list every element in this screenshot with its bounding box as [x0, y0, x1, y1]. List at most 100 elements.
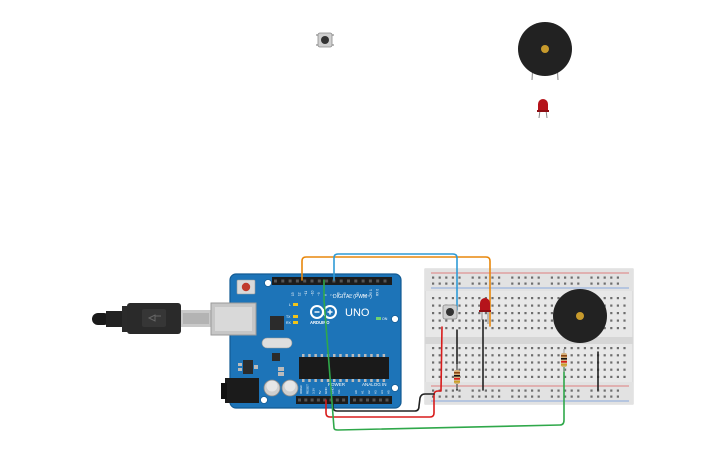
breadboard-hole[interactable]: [531, 297, 534, 300]
breadboard-hole[interactable]: [610, 297, 613, 300]
breadboard-hole[interactable]: [570, 375, 573, 378]
breadboard-hole[interactable]: [504, 361, 507, 364]
wire-black[interactable]: [332, 393, 435, 412]
digital-pin-hole[interactable]: [317, 279, 321, 283]
breadboard-hole[interactable]: [511, 276, 514, 279]
breadboard-hole[interactable]: [432, 276, 435, 279]
digital-pin-hole[interactable]: [310, 279, 314, 283]
breadboard-hole[interactable]: [484, 327, 487, 330]
breadboard-hole[interactable]: [610, 312, 613, 315]
breadboard-hole[interactable]: [484, 395, 487, 398]
breadboard-hole[interactable]: [616, 327, 619, 330]
breadboard-hole[interactable]: [511, 361, 514, 364]
breadboard-hole[interactable]: [544, 361, 547, 364]
breadboard-hole[interactable]: [438, 395, 441, 398]
breadboard-hole[interactable]: [531, 347, 534, 350]
breadboard-hole[interactable]: [504, 347, 507, 350]
breadboard-hole[interactable]: [471, 276, 474, 279]
breadboard-hole[interactable]: [524, 347, 527, 350]
breadboard-hole[interactable]: [623, 368, 626, 371]
breadboard-hole[interactable]: [623, 327, 626, 330]
breadboard-hole[interactable]: [577, 276, 580, 279]
breadboard-hole[interactable]: [432, 375, 435, 378]
breadboard-hole[interactable]: [498, 375, 501, 378]
breadboard-hole[interactable]: [610, 375, 613, 378]
breadboard-hole[interactable]: [577, 347, 580, 350]
digital-pin-hole[interactable]: [274, 279, 277, 283]
resistor-1[interactable]: [454, 364, 460, 389]
breadboard-hole[interactable]: [478, 312, 481, 315]
breadboard-hole[interactable]: [451, 297, 454, 300]
breadboard-hole[interactable]: [610, 395, 613, 398]
breadboard-hole[interactable]: [445, 276, 448, 279]
breadboard-hole[interactable]: [491, 389, 494, 392]
breadboard-hole[interactable]: [564, 347, 567, 350]
analog-pin-hole[interactable]: [385, 398, 389, 402]
breadboard-hole[interactable]: [491, 276, 494, 279]
breadboard-hole[interactable]: [537, 354, 540, 357]
breadboard-hole[interactable]: [498, 389, 501, 392]
breadboard-hole[interactable]: [504, 375, 507, 378]
breadboard-hole[interactable]: [432, 368, 435, 371]
breadboard-hole[interactable]: [550, 375, 553, 378]
breadboard-hole[interactable]: [524, 282, 527, 285]
breadboard-hole[interactable]: [517, 347, 520, 350]
breadboard-hole[interactable]: [610, 368, 613, 371]
breadboard-hole[interactable]: [570, 368, 573, 371]
breadboard-hole[interactable]: [590, 361, 593, 364]
breadboard-hole[interactable]: [577, 389, 580, 392]
breadboard-hole[interactable]: [544, 327, 547, 330]
breadboard-hole[interactable]: [616, 354, 619, 357]
breadboard-hole[interactable]: [570, 354, 573, 357]
digital-pin-hole[interactable]: [325, 279, 329, 283]
breadboard-hole[interactable]: [610, 327, 613, 330]
breadboard-hole[interactable]: [550, 312, 553, 315]
breadboard-hole[interactable]: [445, 361, 448, 364]
breadboard-hole[interactable]: [451, 276, 454, 279]
breadboard-hole[interactable]: [524, 312, 527, 315]
breadboard-hole[interactable]: [557, 389, 560, 392]
digital-pin-hole[interactable]: [347, 279, 350, 283]
breadboard-hole[interactable]: [564, 276, 567, 279]
breadboard-hole[interactable]: [484, 368, 487, 371]
breadboard-hole[interactable]: [478, 297, 481, 300]
digital-pin-hole[interactable]: [361, 279, 365, 283]
breadboard-hole[interactable]: [557, 375, 560, 378]
power-pin-hole[interactable]: [329, 398, 333, 402]
analog-pin-hole[interactable]: [366, 398, 369, 402]
breadboard-hole[interactable]: [504, 312, 507, 315]
breadboard-hole[interactable]: [458, 276, 461, 279]
breadboard-hole[interactable]: [590, 368, 593, 371]
breadboard-hole[interactable]: [564, 282, 567, 285]
breadboard-hole[interactable]: [564, 368, 567, 371]
breadboard-hole[interactable]: [524, 327, 527, 330]
digital-pin-hole[interactable]: [354, 279, 358, 283]
breadboard-hole[interactable]: [597, 347, 600, 350]
digital-pin-hole[interactable]: [383, 279, 387, 283]
breadboard-hole[interactable]: [511, 312, 514, 315]
breadboard-hole[interactable]: [445, 319, 448, 322]
breadboard-hole[interactable]: [498, 368, 501, 371]
breadboard-hole[interactable]: [511, 395, 514, 398]
breadboard-hole[interactable]: [537, 361, 540, 364]
breadboard-hole[interactable]: [438, 297, 441, 300]
breadboard-hole[interactable]: [544, 312, 547, 315]
breadboard-hole[interactable]: [498, 297, 501, 300]
breadboard-hole[interactable]: [484, 312, 487, 315]
breadboard-hole[interactable]: [524, 297, 527, 300]
breadboard-hole[interactable]: [531, 282, 534, 285]
breadboard-hole[interactable]: [550, 368, 553, 371]
digital-pin-hole[interactable]: [281, 279, 285, 283]
breadboard-hole[interactable]: [438, 361, 441, 364]
loose-pushbutton[interactable]: [316, 32, 334, 48]
breadboard-hole[interactable]: [458, 395, 461, 398]
breadboard-hole[interactable]: [458, 354, 461, 357]
breadboard-hole[interactable]: [616, 375, 619, 378]
breadboard-hole[interactable]: [603, 389, 606, 392]
analog-pin-hole[interactable]: [372, 398, 376, 402]
digital-pin-header[interactable]: [272, 277, 392, 285]
analog-pin-hole[interactable]: [353, 398, 356, 402]
wire-blue[interactable]: [333, 253, 458, 311]
breadboard-hole[interactable]: [438, 276, 441, 279]
